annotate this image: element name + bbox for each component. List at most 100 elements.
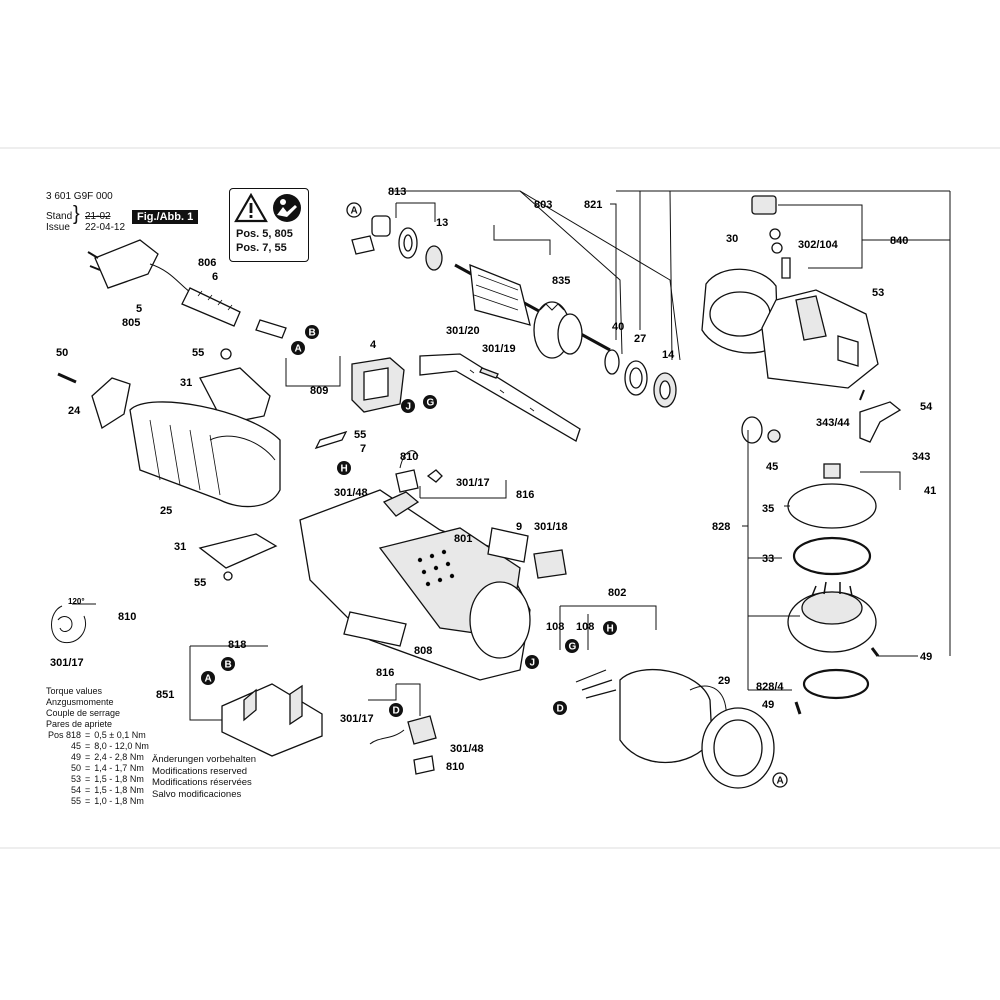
- svg-text:G: G: [427, 398, 435, 409]
- fan-ring-29: [701, 707, 775, 789]
- note-de: Änderungen vorbehalten: [152, 754, 257, 765]
- connector-markers: A A A A B B: [201, 202, 788, 788]
- connector-j-switch: J: [401, 399, 415, 413]
- callout-840: 840: [890, 235, 908, 247]
- callout-13: 13: [436, 217, 448, 229]
- figure-label: Fig./Abb. 1: [132, 210, 199, 224]
- torque-title-de: Anzgusmomente: [46, 697, 114, 707]
- connector-h-housing: H: [337, 461, 351, 475]
- issue-value: 22-04-12: [85, 222, 126, 233]
- fan-guard-24: [57, 372, 131, 430]
- torque-eq: =: [85, 774, 91, 784]
- torque-value: 1,0 - 1,8 Nm: [94, 796, 144, 806]
- callout-801: 801: [454, 533, 472, 545]
- callout-14: 14: [662, 349, 675, 361]
- callout-810-bottom: 810: [446, 761, 464, 773]
- document-number: 3 601 G9F 000: [46, 191, 113, 202]
- issue-label: Issue: [46, 222, 70, 233]
- callout-802: 802: [608, 587, 626, 599]
- switch-block-816: [382, 491, 420, 517]
- svg-text:D: D: [393, 706, 400, 717]
- callout-808: 808: [414, 645, 432, 657]
- connector-b-top: B: [305, 325, 319, 339]
- connector-a-right: A: [772, 772, 788, 788]
- torque-pos: 54: [71, 785, 82, 795]
- callout-6: 6: [212, 271, 218, 283]
- callout-55-bottom: 55: [194, 577, 206, 589]
- warning-line-2: Pos. 7, 55: [236, 242, 287, 254]
- callout-835: 835: [552, 275, 570, 287]
- callout-810-top: 810: [400, 451, 418, 463]
- callout-806: 806: [198, 257, 216, 269]
- torque-eq: =: [85, 785, 91, 795]
- switch-816-bottom: [369, 715, 437, 775]
- torque-pos: 55: [71, 796, 82, 806]
- callout-301-17-top: 301/17: [456, 477, 490, 489]
- torque-row: Pos 818=0,5 ± 0,1 Nm: [46, 730, 151, 741]
- svg-text:A: A: [295, 344, 302, 355]
- note-fr: Modifications réservées: [152, 777, 252, 788]
- torque-row: 45=8,0 - 12,0 Nm: [46, 741, 151, 752]
- brush-holder-810: [395, 450, 443, 493]
- callout-31-top: 31: [180, 377, 192, 389]
- read-manual-icon: [273, 194, 301, 222]
- callout-29: 29: [718, 675, 730, 687]
- torque-row: 53=1,5 - 1,8 Nm: [46, 774, 151, 785]
- gear-head-841: [761, 289, 879, 389]
- carbon-spring-810: [51, 603, 96, 644]
- callout-55-top: 55: [192, 347, 204, 359]
- electronic-module-851: [221, 683, 323, 757]
- torque-eq: =: [85, 730, 91, 740]
- svg-text:G: G: [569, 642, 577, 653]
- switch-rod-301-20: [419, 353, 581, 442]
- spindle-343: [859, 389, 902, 443]
- callout-810-left: 810: [118, 611, 136, 623]
- svg-text:J: J: [406, 402, 412, 413]
- torque-value: 2,4 - 2,8 Nm: [94, 752, 144, 762]
- callout-33: 33: [762, 553, 774, 565]
- callout-816-bottom: 816: [376, 667, 394, 679]
- callout-818: 818: [228, 639, 246, 651]
- callout-53: 53: [872, 287, 884, 299]
- callout-805: 805: [122, 317, 140, 329]
- rating-plate-808: [343, 611, 407, 647]
- torque-title-en: Torque values: [46, 686, 103, 696]
- callout-45: 45: [766, 461, 778, 473]
- callout-301-17-bottom: 301/17: [340, 713, 374, 725]
- torque-eq: =: [85, 796, 91, 806]
- callout-55-mid: 55: [354, 429, 366, 441]
- callout-851: 851: [156, 689, 174, 701]
- spindle-lock-302-104: [751, 195, 791, 279]
- torque-pos: Pos 818: [48, 730, 82, 740]
- callout-821: 821: [584, 199, 602, 211]
- callout-108-left: 108: [546, 621, 564, 633]
- torque-values: Torque values Anzgusmomente Couple de se…: [46, 686, 151, 807]
- switch-4: [351, 357, 405, 413]
- stand-label: Stand: [46, 211, 73, 222]
- torque-eq: =: [85, 763, 91, 773]
- motor-housing-25: [129, 401, 281, 508]
- callout-labels: 813 803 821 13 835 30 302/104 840 53 806…: [50, 186, 936, 773]
- o-ring-33: [792, 536, 872, 576]
- angle-label: 120°: [68, 597, 85, 606]
- svg-text:J: J: [530, 658, 536, 669]
- o-ring-828-4: [794, 668, 870, 715]
- torque-value: 1,4 - 1,7 Nm: [94, 763, 144, 773]
- callout-9: 9: [516, 521, 522, 533]
- callout-301-48-bottom: 301/48: [450, 743, 484, 755]
- torque-value: 0,5 ± 0,1 Nm: [94, 730, 146, 740]
- callout-803: 803: [534, 199, 552, 211]
- callout-809: 809: [310, 385, 328, 397]
- bearing-flange-35: [787, 463, 877, 529]
- bearings-40-27-14: [604, 349, 677, 408]
- callout-301-19: 301/19: [482, 343, 516, 355]
- connector-j-housing: J: [525, 655, 539, 669]
- modification-notes: Änderungen vorbehalten Modifications res…: [152, 754, 256, 800]
- torque-title-es: Pares de apriete: [46, 719, 113, 729]
- callout-813: 813: [388, 186, 406, 198]
- callout-301-17-left: 301/17: [50, 657, 84, 669]
- callout-108-right: 108: [576, 621, 594, 633]
- torque-pos: 53: [71, 774, 82, 784]
- torque-row: 55=1,0 - 1,8 Nm: [46, 796, 151, 807]
